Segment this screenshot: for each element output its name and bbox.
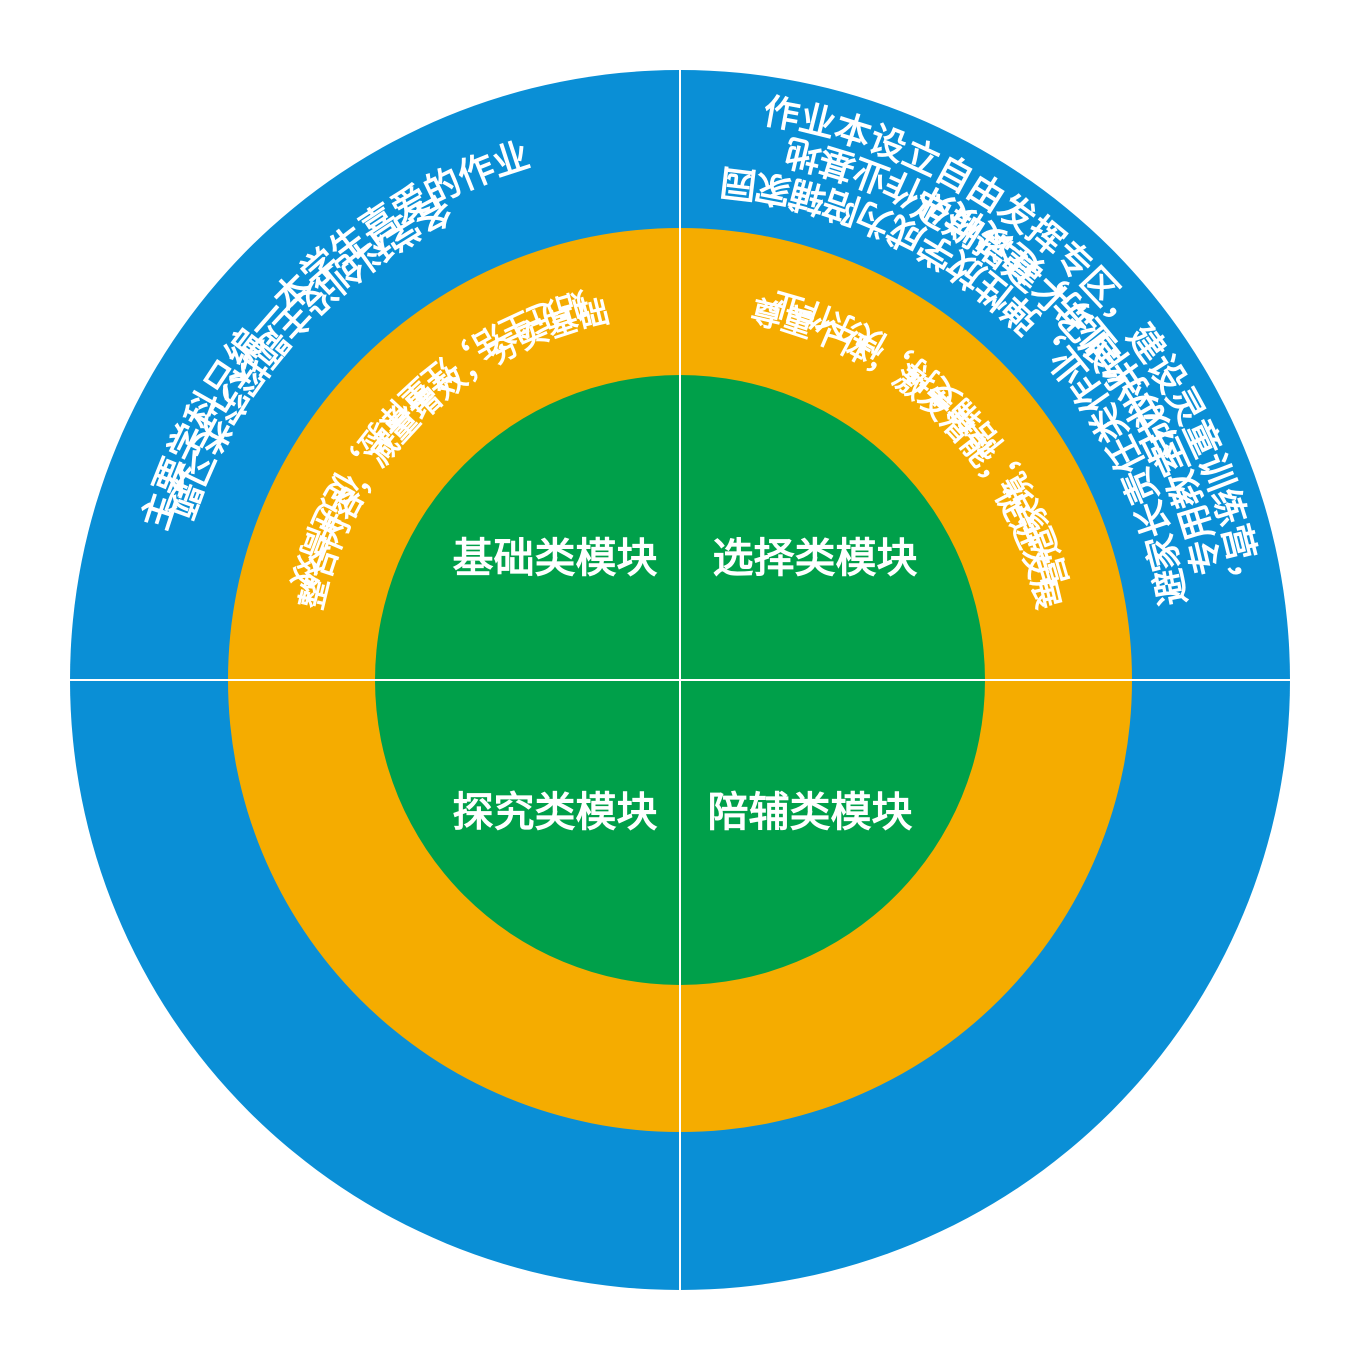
- core-label-inquiry: 探究类模块: [453, 788, 658, 836]
- core-label-basic: 基础类模块: [453, 534, 658, 582]
- core-label-companion: 陪辅类模块: [708, 788, 913, 836]
- core-label-elective: 选择类模块: [713, 534, 918, 582]
